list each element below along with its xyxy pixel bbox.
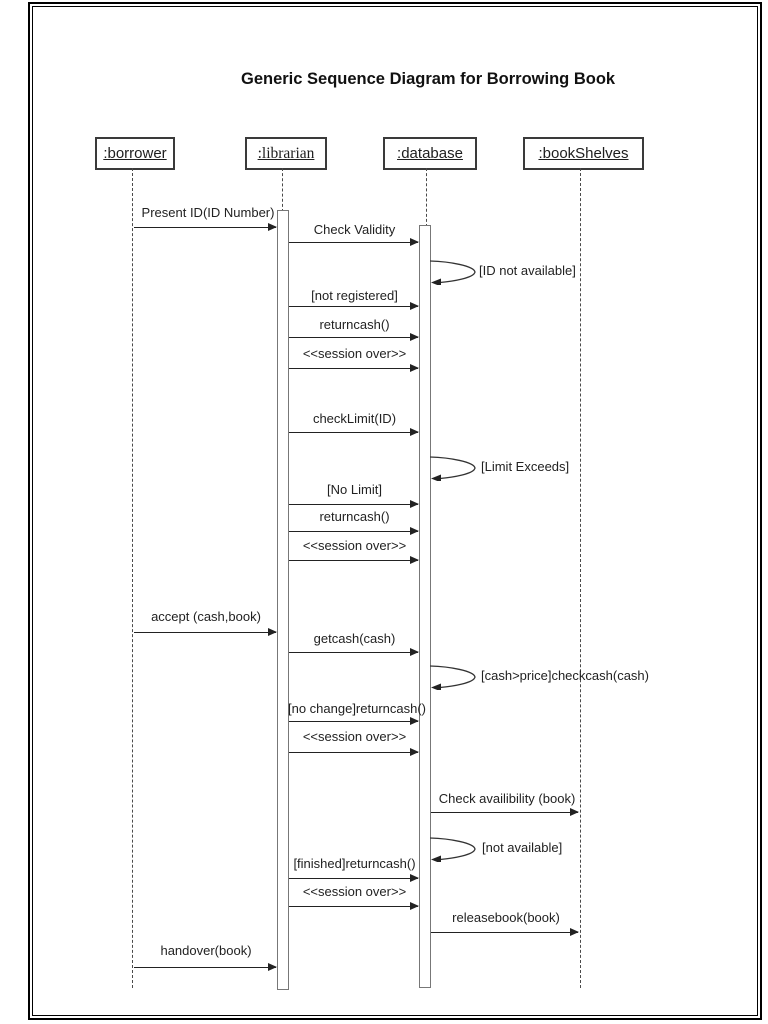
- page-frame: [28, 2, 762, 1020]
- lifeline-label: :bookShelves: [538, 145, 629, 162]
- self-message-label: [Limit Exceeds]: [481, 459, 570, 474]
- message-label: [not registered]: [311, 288, 398, 303]
- message-arrow: [431, 927, 579, 936]
- arrowhead-icon: [410, 901, 419, 910]
- lifeline-label: :borrower: [103, 145, 167, 162]
- message-label: [finished]returncash(): [293, 856, 416, 871]
- arrowhead-icon: [410, 237, 419, 246]
- lifeline-bookshelves: [580, 168, 581, 988]
- lifeline-label: :database: [397, 145, 463, 162]
- arrowhead-icon: [410, 526, 419, 535]
- message-label: [no change]returncash(): [287, 701, 427, 716]
- lifeline-librarian: [282, 168, 283, 212]
- message-arrow: [289, 901, 419, 910]
- self-message-label: [cash>price]checkcash(cash): [481, 668, 649, 683]
- arrowhead-icon: [431, 855, 441, 862]
- message-label: returncash(): [319, 317, 390, 332]
- self-message-label: [not available]: [482, 840, 563, 855]
- message-label: Present ID(ID Number): [141, 205, 275, 220]
- arrowhead-icon: [410, 873, 419, 882]
- lifeline-database: [426, 168, 427, 227]
- arrowhead-icon: [410, 555, 419, 564]
- message-label: getcash(cash): [313, 631, 396, 646]
- page-frame-inner: [32, 6, 758, 1016]
- self-message-label: [ID not available]: [479, 263, 576, 278]
- message-arrow: [289, 555, 419, 564]
- message-label: Check availibility (book): [438, 791, 576, 806]
- message-arrow: [289, 747, 419, 756]
- arrowhead-icon: [268, 627, 277, 636]
- diagram-title: Generic Sequence Diagram for Borrowing B…: [241, 70, 616, 88]
- arrowhead-icon: [410, 363, 419, 372]
- arrowhead-icon: [570, 927, 579, 936]
- message-arrow: [431, 807, 579, 816]
- message-label: releasebook(book): [452, 910, 560, 925]
- message-label: checkLimit(ID): [312, 411, 397, 426]
- message-arrow: [289, 873, 419, 882]
- message-arrow: [289, 499, 419, 508]
- message-arrow: [289, 363, 419, 372]
- message-label: [No Limit]: [327, 482, 382, 497]
- message-arrow: [289, 301, 419, 310]
- self-message-loop: [430, 456, 476, 481]
- lifeline-head-librarian: :librarian: [245, 137, 327, 170]
- message-arrow: [289, 716, 419, 725]
- message-label: Check Validity: [313, 222, 396, 237]
- self-message-loop: [430, 665, 476, 690]
- message-label: <<session over>>: [302, 346, 407, 361]
- self-message-loop: [430, 837, 476, 862]
- arrowhead-icon: [410, 647, 419, 656]
- message-arrow: [289, 332, 419, 341]
- message-arrow: [134, 962, 277, 971]
- message-arrow: [289, 526, 419, 535]
- arrowhead-icon: [570, 807, 579, 816]
- arrowhead-icon: [410, 332, 419, 341]
- message-label: handover(book): [160, 943, 252, 958]
- self-message-loop: [430, 260, 476, 285]
- message-label: <<session over>>: [302, 884, 407, 899]
- arrowhead-icon: [410, 747, 419, 756]
- message-arrow: [134, 222, 277, 231]
- lifeline-borrower: [132, 168, 133, 988]
- message-arrow: [289, 647, 419, 656]
- lifeline-head-bookshelves: :bookShelves: [523, 137, 644, 170]
- activation-bar-librarian: [277, 210, 289, 990]
- activation-bar-database: [419, 225, 431, 988]
- lifeline-head-borrower: :borrower: [95, 137, 175, 170]
- arrowhead-icon: [268, 222, 277, 231]
- message-label: <<session over>>: [302, 729, 407, 744]
- message-arrow: [289, 237, 419, 246]
- arrowhead-icon: [431, 474, 441, 481]
- arrowhead-icon: [410, 716, 419, 725]
- message-arrow: [134, 627, 277, 636]
- lifeline-label: :librarian: [257, 144, 315, 162]
- arrowhead-icon: [431, 683, 441, 690]
- arrowhead-icon: [410, 427, 419, 436]
- arrowhead-icon: [431, 278, 441, 285]
- lifeline-head-database: :database: [383, 137, 477, 170]
- message-label: <<session over>>: [302, 538, 407, 553]
- message-label: returncash(): [319, 509, 390, 524]
- message-arrow: [289, 427, 419, 436]
- arrowhead-icon: [410, 301, 419, 310]
- message-label: accept (cash,book): [151, 609, 261, 624]
- arrowhead-icon: [268, 962, 277, 971]
- arrowhead-icon: [410, 499, 419, 508]
